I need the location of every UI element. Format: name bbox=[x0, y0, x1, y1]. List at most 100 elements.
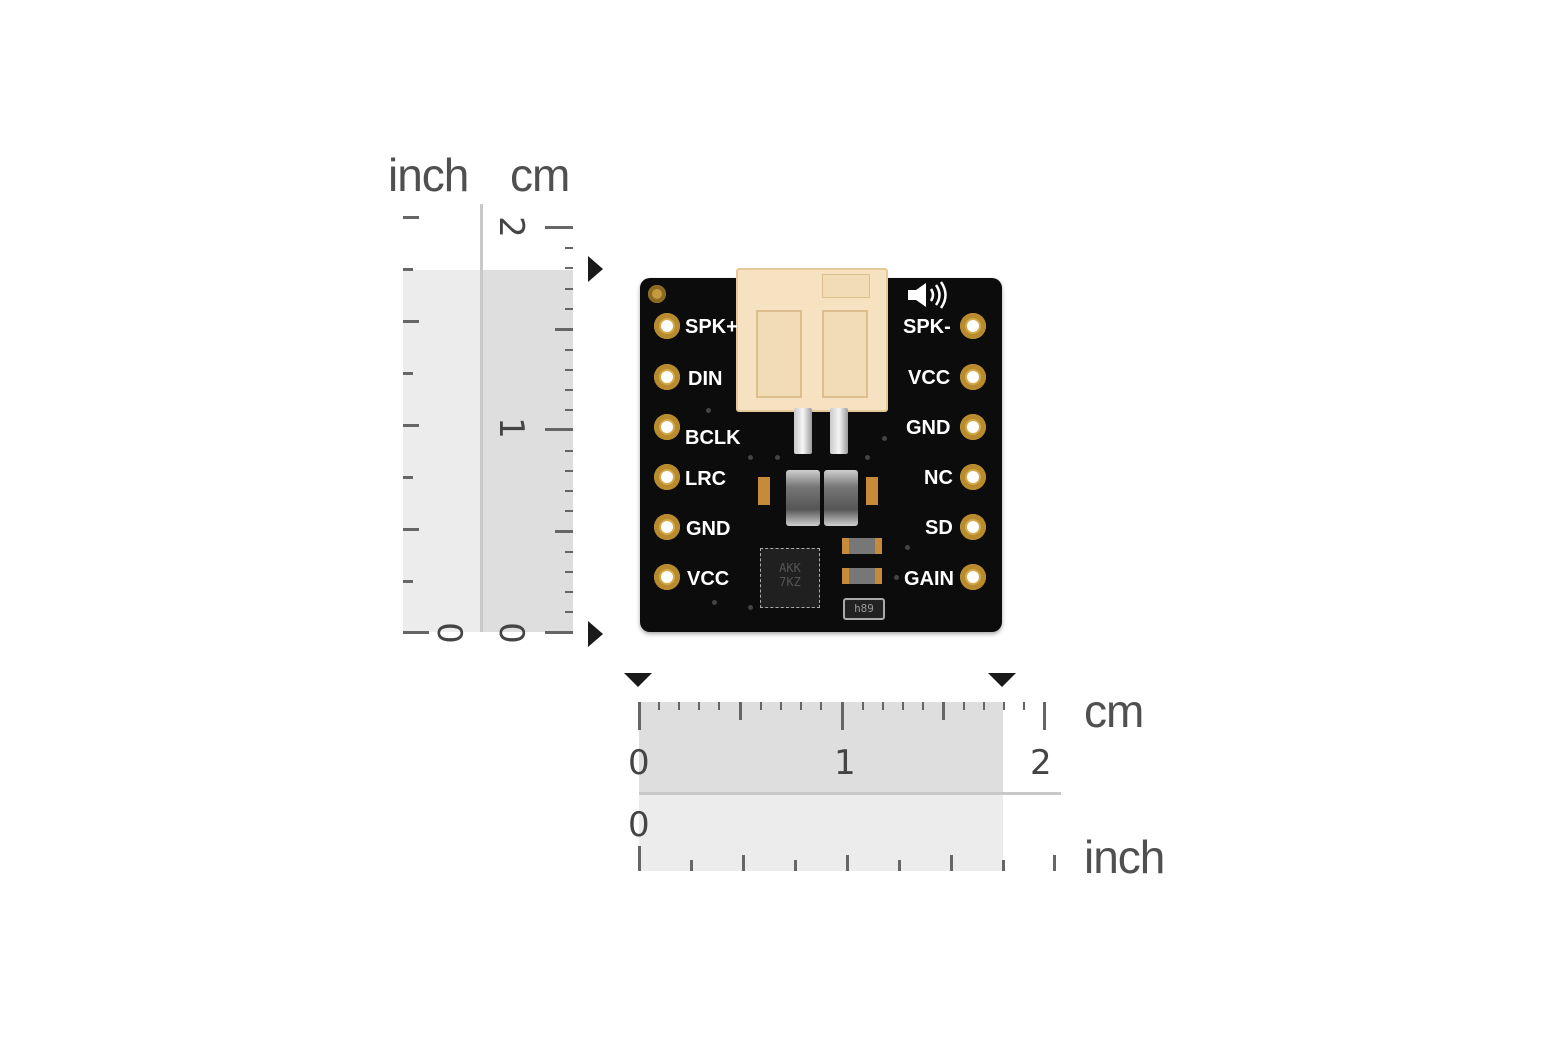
cm-tick bbox=[545, 428, 573, 431]
cm-tick bbox=[760, 702, 762, 710]
inch-tick bbox=[1053, 855, 1056, 871]
inch-tick bbox=[403, 372, 413, 375]
cm-tick bbox=[565, 611, 573, 613]
cm-tick bbox=[841, 702, 844, 730]
pin-label-nc: NC bbox=[924, 467, 953, 489]
vertical-ruler-inch-unit: inch bbox=[388, 149, 469, 201]
inch-tick bbox=[794, 860, 797, 871]
cm-tick bbox=[678, 702, 680, 710]
capacitor bbox=[842, 538, 882, 554]
connector-slot bbox=[756, 310, 802, 398]
cm-tick bbox=[882, 702, 884, 710]
mounting-hole bbox=[648, 285, 666, 303]
connector-pin bbox=[794, 408, 812, 454]
horizontal-cm-label-1: 1 bbox=[834, 743, 856, 783]
jst-speaker-connector bbox=[736, 268, 888, 412]
cm-tick bbox=[658, 702, 660, 710]
cm-tick bbox=[565, 571, 573, 573]
cm-tick bbox=[565, 490, 573, 492]
pin-label-gnd-right: GND bbox=[906, 417, 951, 439]
right-pad bbox=[960, 313, 986, 339]
cm-tick bbox=[922, 702, 924, 710]
resistor-marking: h89 bbox=[854, 602, 874, 615]
pin-label-lrc: LRC bbox=[685, 468, 727, 490]
pin-label-din: DIN bbox=[688, 368, 723, 390]
via bbox=[905, 545, 910, 550]
connector-slot bbox=[822, 310, 868, 398]
cm-tick bbox=[545, 226, 573, 229]
via bbox=[882, 436, 887, 441]
cm-tick bbox=[862, 702, 864, 710]
left-pad bbox=[654, 564, 680, 590]
inch-tick bbox=[403, 320, 419, 323]
right-pad bbox=[960, 414, 986, 440]
cm-tick bbox=[780, 702, 782, 710]
inch-tick bbox=[403, 631, 429, 634]
right-pad bbox=[960, 514, 986, 540]
cm-tick bbox=[1043, 702, 1046, 730]
pin-label-spk-minus: SPK- bbox=[903, 316, 951, 338]
connector-pin bbox=[830, 408, 848, 454]
speaker-icon bbox=[906, 280, 952, 310]
inch-tick bbox=[403, 424, 419, 427]
inch-tick bbox=[403, 528, 419, 531]
chip-marking-line2: 7KZ bbox=[779, 575, 801, 589]
cm-tick bbox=[718, 702, 720, 710]
left-pad bbox=[654, 414, 680, 440]
via bbox=[706, 408, 711, 413]
via bbox=[775, 455, 780, 460]
cm-tick bbox=[983, 702, 985, 710]
right-pad bbox=[960, 464, 986, 490]
cm-tick bbox=[565, 409, 573, 411]
inch-tick bbox=[638, 846, 641, 871]
via bbox=[865, 455, 870, 460]
horizontal-ruler-inch-unit: inch bbox=[1084, 831, 1165, 883]
horizontal-cm-label-2: 2 bbox=[1030, 743, 1052, 783]
inch-tick bbox=[403, 580, 413, 583]
cm-tick bbox=[565, 470, 573, 472]
horizontal-ruler-inch-band bbox=[639, 795, 1003, 871]
pin-label-sd: SD bbox=[925, 517, 953, 539]
inch-tick bbox=[403, 476, 413, 479]
capacitor bbox=[866, 477, 878, 505]
inch-tick bbox=[846, 855, 849, 871]
cm-tick bbox=[565, 389, 573, 391]
vertical-ruler-cm-unit: cm bbox=[510, 149, 570, 201]
vertical-ruler-divider bbox=[480, 204, 483, 632]
cm-tick bbox=[545, 631, 573, 634]
left-pad bbox=[654, 364, 680, 390]
cm-tick bbox=[902, 702, 904, 710]
cm-tick bbox=[565, 591, 573, 593]
horizontal-cm-label-0: 0 bbox=[628, 743, 650, 783]
cm-tick bbox=[698, 702, 700, 710]
vertical-ruler-cm-band bbox=[481, 270, 573, 632]
capacitor bbox=[842, 568, 882, 584]
chip-marking-line1: AKK bbox=[779, 561, 801, 575]
right-pad bbox=[960, 564, 986, 590]
cm-tick bbox=[1003, 702, 1005, 710]
cm-tick bbox=[565, 551, 573, 553]
pin-label-vcc-left: VCC bbox=[687, 568, 730, 590]
cm-tick bbox=[942, 702, 945, 720]
cm-tick bbox=[565, 247, 573, 249]
pin-label-spk-plus: SPK+ bbox=[685, 316, 738, 338]
cm-tick bbox=[565, 510, 573, 512]
inch-tick bbox=[742, 855, 745, 871]
right-pad bbox=[960, 364, 986, 390]
cm-tick bbox=[565, 308, 573, 310]
horizontal-ruler-divider bbox=[639, 792, 1061, 795]
vertical-inch-label-0: 0 bbox=[428, 622, 469, 644]
vertical-cm-label-2: 2 bbox=[490, 216, 531, 238]
via bbox=[748, 605, 753, 610]
cm-tick bbox=[820, 702, 822, 710]
via bbox=[748, 455, 753, 460]
cm-tick bbox=[565, 267, 573, 269]
inch-tick bbox=[690, 860, 693, 871]
cm-tick bbox=[565, 369, 573, 371]
left-edge-marker bbox=[624, 673, 652, 687]
cm-tick bbox=[565, 450, 573, 452]
cm-tick bbox=[963, 702, 965, 710]
horizontal-ruler-cm-unit: cm bbox=[1084, 685, 1144, 737]
cm-tick bbox=[555, 530, 573, 533]
cm-tick bbox=[565, 349, 573, 351]
